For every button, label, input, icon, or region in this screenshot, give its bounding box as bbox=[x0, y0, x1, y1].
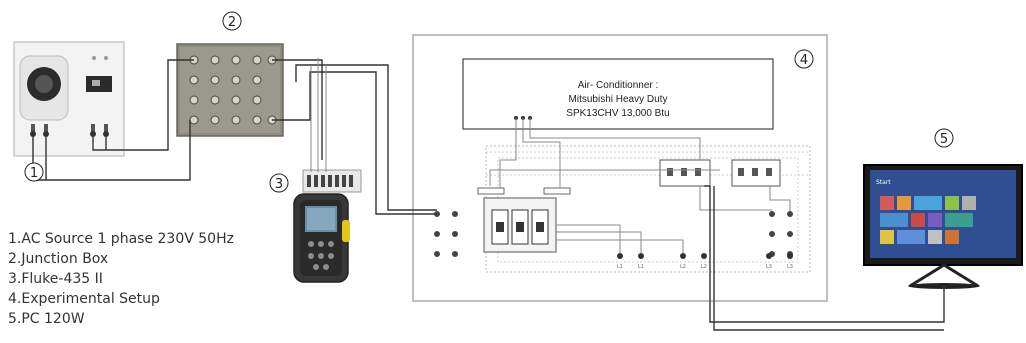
pc-monitor: Start bbox=[864, 165, 1022, 289]
marker-2: 2 bbox=[223, 12, 241, 30]
svg-text:3: 3 bbox=[275, 177, 283, 192]
pc-screen-title: Start bbox=[876, 179, 891, 186]
legend-item-1: 1.AC Source 1 phase 230V 50Hz bbox=[8, 229, 234, 249]
marker-5: 5 bbox=[935, 129, 953, 147]
terminal-label-4: L2 bbox=[701, 264, 707, 270]
ac-label-line2: Mitsubishi Heavy Duty bbox=[569, 94, 668, 105]
svg-text:5: 5 bbox=[940, 132, 948, 147]
terminal-label-2: L1 bbox=[638, 264, 644, 270]
marker-4: 4 bbox=[795, 50, 813, 68]
legend-item-5: 5.PC 120W bbox=[8, 309, 234, 329]
marker-1: 1 bbox=[25, 163, 43, 181]
legend-item-2: 2.Junction Box bbox=[8, 249, 234, 269]
legend-item-3: 3.Fluke-435 II bbox=[8, 269, 234, 289]
svg-text:2: 2 bbox=[228, 15, 236, 30]
ac-label-line1: Air- Conditionner : bbox=[578, 80, 659, 91]
svg-text:1: 1 bbox=[30, 166, 38, 181]
terminal-label-1: L1 bbox=[617, 264, 623, 270]
ac-source-panel bbox=[14, 42, 124, 156]
terminal-label-6: L3 bbox=[787, 264, 793, 270]
svg-text:4: 4 bbox=[800, 53, 808, 68]
experimental-setup-board: Air- Conditionner : Mitsubishi Heavy Dut… bbox=[413, 35, 827, 301]
junction-box bbox=[177, 44, 283, 136]
ac-label-line3: SPK13CHV 13,000 Btu bbox=[566, 108, 669, 119]
legend-item-4: 4.Experimental Setup bbox=[8, 289, 234, 309]
marker-3: 3 bbox=[270, 174, 288, 192]
fluke-analyzer bbox=[294, 170, 361, 282]
legend: 1.AC Source 1 phase 230V 50Hz 2.Junction… bbox=[8, 229, 234, 329]
circuit-breakers bbox=[484, 198, 556, 252]
terminal-label-5: L3 bbox=[766, 264, 772, 270]
terminal-label-3: L2 bbox=[680, 264, 686, 270]
